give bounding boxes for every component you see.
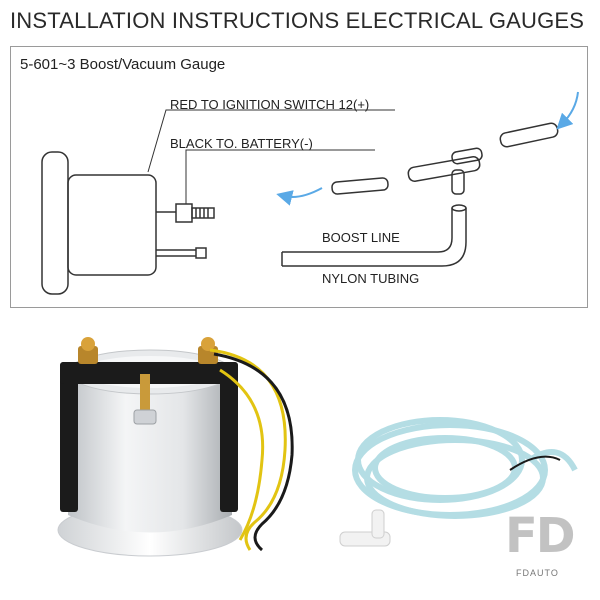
- brass-fitting: [133, 374, 157, 425]
- diagram-panel: [10, 46, 588, 308]
- black-wire-label: BLACK TO. BATTERY(-): [170, 136, 313, 151]
- wire-leader-lines: [147, 109, 395, 204]
- watermark-logo: FD: [505, 508, 576, 564]
- gauge-model-title: 5-601~3 Boost/Vacuum Gauge: [20, 56, 226, 73]
- tee-fitting: [331, 122, 559, 195]
- tee-fitting-photo: [339, 509, 391, 547]
- yellow-black-wires: [209, 348, 294, 552]
- product-photo: [57, 337, 578, 557]
- nylon-tubing-label: NYLON TUBING: [322, 271, 420, 286]
- boost-line-label: BOOST LINE: [322, 230, 400, 245]
- red-wire-label: RED TO IGNITION SWITCH 12(+): [170, 97, 370, 112]
- watermark-brand: FDAUTO: [516, 568, 559, 578]
- gauge-side-view: [41, 151, 215, 295]
- page-title: INSTALLATION INSTRUCTIONS ELECTRICAL GAU…: [10, 8, 585, 33]
- mounting-bracket: [60, 362, 238, 512]
- arrow-in-icon: [556, 91, 579, 130]
- arrow-out-icon: [276, 187, 323, 206]
- boost-line-tube: [281, 204, 467, 267]
- installation-diagram: [41, 91, 579, 295]
- tubing-black-wire: [509, 455, 561, 471]
- nylon-tubing-coil: [352, 417, 578, 519]
